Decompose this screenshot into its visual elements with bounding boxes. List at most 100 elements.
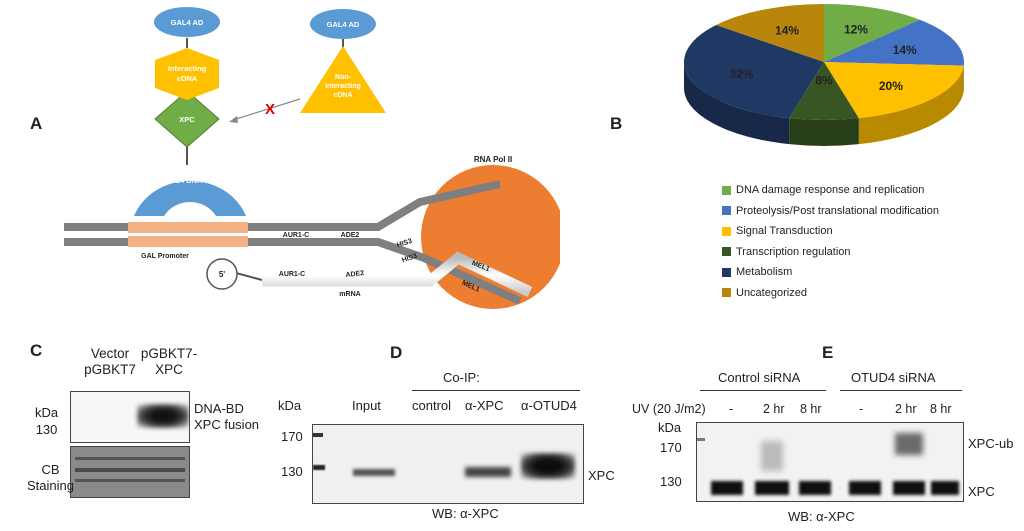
ladder-130-d: [313, 465, 325, 470]
lane-label-alpha-otud4: α-OTUD4: [521, 398, 577, 413]
cb-label-line1: CB: [41, 462, 60, 477]
xpc-band-lane-5: [893, 481, 925, 495]
panel-label-e: E: [822, 343, 834, 362]
legend-swatch-3: [722, 247, 731, 256]
no-interaction-x: X: [265, 101, 275, 118]
gal4-ad-left-label: GAL4 AD: [171, 18, 204, 27]
lane-label-xpc: pGBKT7- XPC: [136, 346, 202, 378]
uv-label: UV (20 J/m2): [632, 402, 706, 416]
legend-label-1: Proteolysis/Post translational modificat…: [736, 204, 939, 217]
gal-promoter-box-top: [128, 222, 248, 233]
marker-170-d: 170: [281, 429, 303, 444]
legend-swatch-5: [722, 288, 731, 297]
interacting-cdna-top: [155, 48, 219, 60]
pie-slice-1: [824, 19, 964, 66]
otud4-sirna-label: OTUD4 siRNA: [851, 370, 936, 385]
non-interacting-label-2: interacting: [325, 83, 361, 90]
his3-label-b: HIS3: [401, 253, 418, 264]
control-sirna-label: Control siRNA: [718, 370, 801, 385]
legend-swatch-1: [722, 206, 731, 215]
his3-label-a: HIS3: [396, 238, 413, 249]
marker-130-d: 130: [281, 464, 303, 479]
non-interacting-label-1: Non-: [335, 74, 352, 81]
kda-label-c: kDa: [35, 405, 59, 420]
non-interacting-label-3: cDNA: [333, 92, 352, 99]
lane-label-input: Input: [352, 398, 381, 413]
western-blot-d: [312, 424, 584, 504]
lane-label-xpc-line1: pGBKT7-: [140, 346, 198, 361]
interacting-cdna-label-1: Interacting: [168, 64, 207, 73]
cb-staining-blot: [70, 446, 190, 498]
lane-label-control: control: [412, 398, 452, 413]
ade2-label-top: ADE2: [341, 232, 360, 239]
legend-item-4: Metabolism: [722, 266, 792, 278]
cb-label: CB Staining: [27, 462, 74, 494]
lane-label-xpc-line2: XPC: [155, 362, 183, 377]
band-input: [353, 469, 395, 476]
gal4-dna-bd-shape: [134, 180, 246, 216]
panel-label-b: B: [610, 114, 623, 133]
gal-promoter-box-bottom: [128, 236, 248, 247]
legend-label-5: Uncategorized: [736, 286, 807, 299]
lane-label-vector-line2: pGBKT7: [84, 362, 136, 377]
gal4-ad-right-label: GAL4 AD: [327, 20, 360, 29]
pie-value-label-2: 20%: [879, 79, 903, 93]
non-interacting-cdna-shape: [300, 46, 386, 113]
gal4-dna-bd-label: GAL4 DNA-BD: [164, 176, 216, 185]
legend-item-3: Transcription regulation: [722, 246, 851, 258]
legend-item-0: DNA damage response and replication: [722, 184, 924, 196]
category-pie-chart: 12%14%20%8%32%14%: [684, 4, 964, 146]
blocked-arrow-head: [229, 116, 238, 123]
interacting-cdna-shape: [155, 60, 219, 100]
xpc-band-lane-1: [711, 481, 743, 495]
band-label-d: XPC: [588, 468, 615, 483]
ade2-label-mrna: ADE2: [345, 270, 364, 279]
legend-label-3: Transcription regulation: [736, 245, 851, 258]
band-label-c: DNA-BD XPC fusion: [194, 401, 259, 433]
pie-value-label-0: 12%: [844, 23, 868, 37]
mrna-strand: [262, 251, 533, 297]
pie-side-4: [684, 62, 790, 145]
pie-value-label-1: 14%: [893, 43, 917, 57]
lane-label-vector: Vector pGBKT7: [78, 346, 142, 378]
legend-item-2: Signal Transduction: [722, 225, 833, 237]
rna-pol-ii-label: RNA Pol II: [474, 155, 512, 164]
band-alpha-otud4: [521, 453, 575, 479]
five-prime-cap: [206, 258, 238, 290]
uv-lane-1: -: [729, 402, 734, 416]
legend-label-0: DNA damage response and replication: [736, 184, 925, 196]
pie-value-label-5: 14%: [775, 23, 799, 37]
panel-label-d: D: [390, 343, 403, 362]
cb-band-3: [75, 479, 185, 482]
kda-130-c: 130: [35, 422, 58, 437]
panel-label-a: A: [30, 114, 43, 133]
kda-marker-c: kDa 130: [35, 404, 58, 438]
aur1c-label-mrna: AUR1-C: [279, 271, 305, 278]
gal4-ad-ellipse-right: [310, 9, 376, 39]
legend-item-5: Uncategorized: [722, 287, 807, 299]
coip-label: Co-IP:: [443, 370, 480, 385]
ladder-170-e: [697, 438, 705, 441]
gal-promoter-label: GAL Promoter: [141, 253, 189, 260]
legend-label-4: Metabolism: [736, 266, 793, 278]
panel-label-c: C: [30, 341, 43, 360]
uv-lane-4: -: [859, 402, 864, 416]
pie-slice-2: [824, 62, 964, 119]
control-bracket-line: [700, 390, 826, 391]
five-prime-label: 5': [219, 270, 225, 279]
xpc-label: XPC: [179, 115, 195, 124]
pie-slice-0: [824, 4, 920, 62]
xpc-label-e: XPC: [968, 484, 995, 499]
pie-side-2: [858, 65, 964, 145]
legend-item-1: Proteolysis/Post translational modificat…: [722, 205, 939, 217]
coip-bracket-line: [412, 390, 580, 391]
pie-slice-4: [684, 25, 824, 119]
gal4-ad-ellipse-left: [154, 7, 220, 37]
band-label-c-line1: DNA-BD: [194, 401, 244, 416]
mrna-label: mRNA: [339, 291, 360, 298]
xpc-band-lane-3: [799, 481, 831, 495]
cb-label-line2: Staining: [27, 478, 74, 493]
xpc-band-lane-4: [849, 481, 881, 495]
marker-170-e: 170: [660, 440, 682, 455]
